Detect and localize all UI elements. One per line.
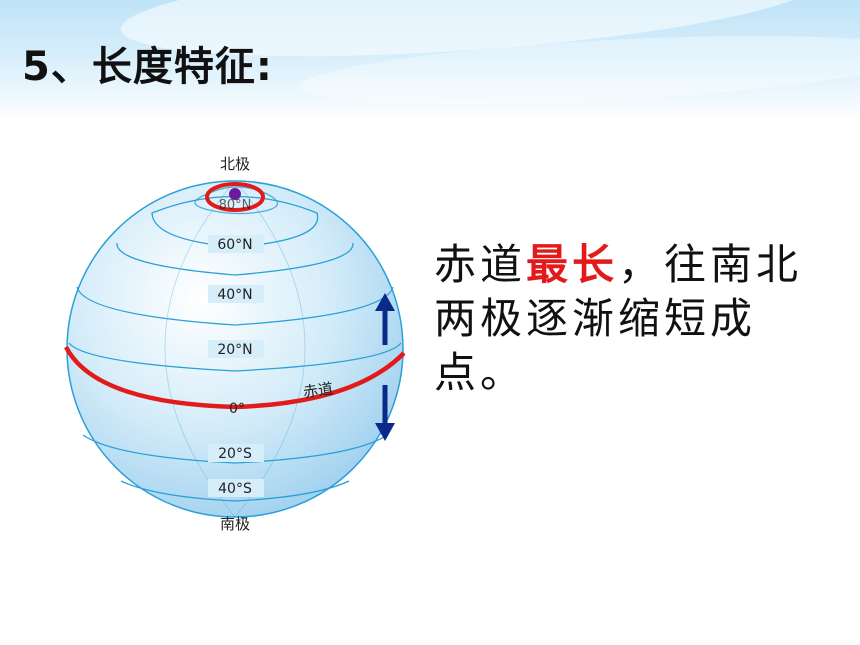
parallel-70n: [151, 195, 319, 248]
parallel-20s: [82, 434, 388, 464]
parallel-40n: [76, 286, 394, 326]
description-prefix: 赤道: [434, 240, 527, 289]
lat-label-20s: 20°S: [218, 446, 252, 462]
parallel-60n: [116, 242, 354, 276]
lat-label-60n: 60°N: [217, 237, 252, 253]
globe-svg: 北极 南极 80°N 60°N 40°N 20°N 0° 20°S 40°S 赤…: [64, 155, 406, 533]
description-text: 赤道最长，往南北两极逐渐缩短成点。: [434, 238, 814, 400]
parallel-40s: [120, 480, 350, 502]
lat-label-0: 0°: [229, 401, 245, 417]
equator-label: 赤道: [302, 379, 334, 401]
slide-title: 5、长度特征:: [22, 44, 273, 90]
description-highlight: 最长: [526, 240, 619, 289]
equator-line: [64, 345, 406, 410]
north-pole-ring: [205, 182, 265, 212]
globe-diagram: 北极 南极 80°N 60°N 40°N 20°N 0° 20°S 40°S 赤…: [55, 145, 425, 545]
south-pole-label: 南极: [220, 515, 250, 533]
lat-label-40s: 40°S: [218, 481, 252, 497]
north-pole-dot: [229, 188, 241, 200]
description-suffix: ，往南北两极逐渐缩短成点。: [434, 240, 803, 397]
lat-label-40n: 40°N: [217, 287, 252, 303]
lat-label-20n: 20°N: [217, 342, 252, 358]
shrink-arrows: [375, 293, 395, 441]
parallel-20n: [68, 342, 402, 372]
header-band: [0, 0, 860, 120]
north-pole-label: 北极: [220, 155, 250, 173]
parallel-80n: [194, 186, 279, 215]
lat-label-80n: 80°N: [219, 198, 252, 213]
